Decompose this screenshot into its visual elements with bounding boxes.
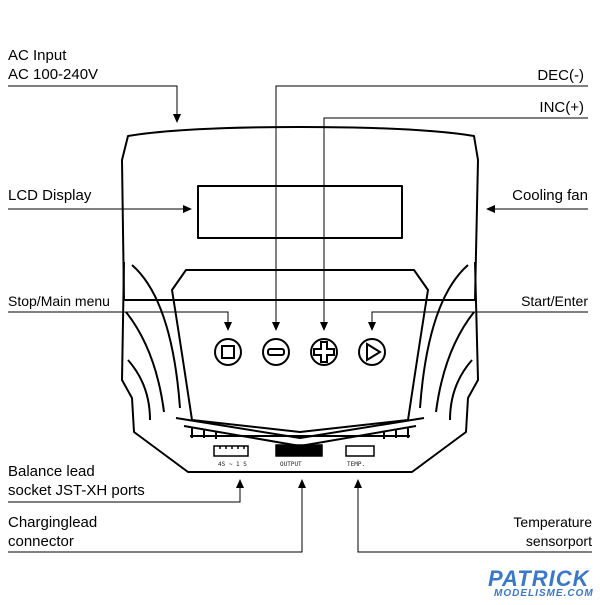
stop-label: Stop/Main menu xyxy=(8,293,110,309)
lcd-label: LCD Display xyxy=(8,187,92,204)
inc-label: INC(+) xyxy=(539,99,584,116)
play-triangle-icon xyxy=(366,342,382,362)
lcd-display xyxy=(197,185,403,239)
stop-callout xyxy=(8,311,229,326)
charge-callout xyxy=(8,484,303,553)
temp-port-label: TEMP. xyxy=(347,461,365,468)
balance-port xyxy=(213,445,249,457)
charge-label: Charginglead connector xyxy=(8,514,98,550)
minus-icon xyxy=(267,348,285,356)
balance-callout xyxy=(8,484,241,503)
dec-button-circle xyxy=(262,338,290,366)
charger-top-housing xyxy=(121,126,479,301)
front-panel xyxy=(171,269,429,433)
stop-button-circle xyxy=(214,338,242,366)
temp-callout xyxy=(357,484,592,553)
stop-square-icon xyxy=(221,345,235,359)
temp-port xyxy=(345,445,375,457)
start-button-circle xyxy=(358,338,386,366)
output-port-label: OUTPUT xyxy=(280,461,302,468)
dec-callout xyxy=(275,85,588,326)
ac-input-callout xyxy=(8,85,178,118)
balance-label: Balance lead socket JST-XH ports xyxy=(8,463,145,499)
temp-label: Temperature sensorport xyxy=(513,514,592,549)
charger-body xyxy=(121,261,479,473)
output-port xyxy=(275,444,323,457)
watermark-name: PATRICK xyxy=(488,566,590,591)
fan-label: Cooling fan xyxy=(512,187,588,204)
plus-icon xyxy=(313,341,335,363)
start-label: Start/Enter xyxy=(521,293,588,309)
watermark-site: MODELISME.COM xyxy=(494,588,594,599)
dec-label: DEC(-) xyxy=(537,67,584,84)
ac-input-label: AC Input AC 100-240V xyxy=(8,47,99,83)
start-callout xyxy=(371,311,588,326)
inc-callout xyxy=(323,117,588,326)
inc-button-circle xyxy=(310,338,338,366)
balance-port-label: 4S ~ 1 S xyxy=(218,461,247,468)
